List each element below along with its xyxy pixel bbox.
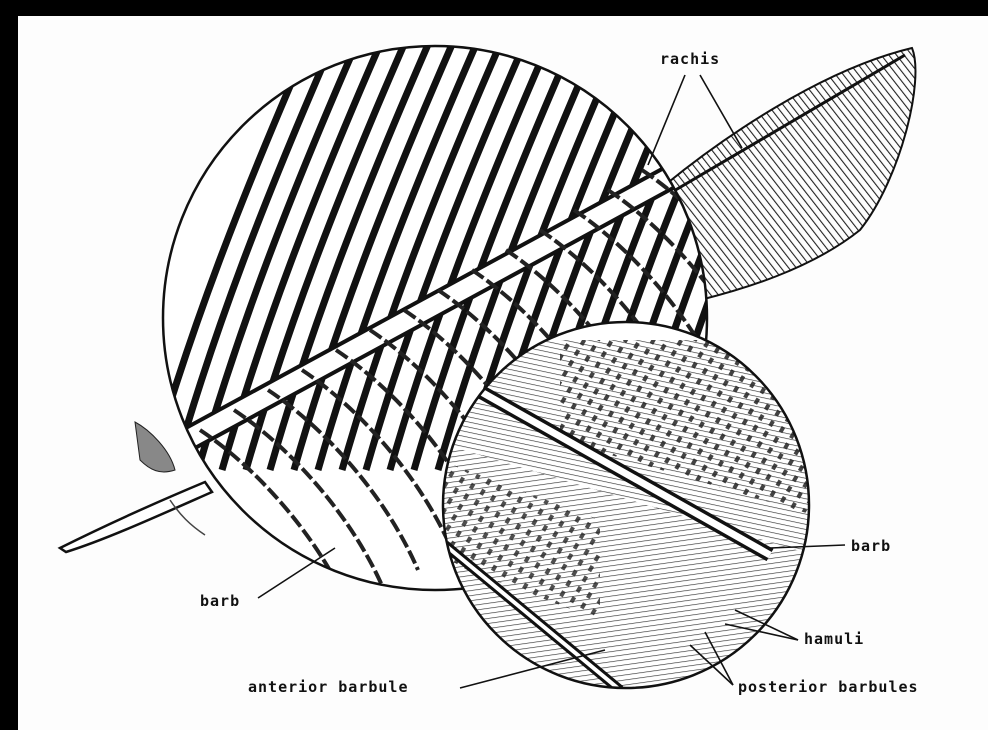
hamuli-label: hamuli (804, 630, 864, 648)
posterior-barbules-label: posterior barbules (738, 678, 919, 696)
barb-label-right: barb (851, 537, 891, 555)
rachis-label: rachis (660, 50, 720, 68)
anterior-barbule-label: anterior barbule (248, 678, 409, 696)
barb-label-left: barb (200, 592, 240, 610)
feather-quill (60, 422, 212, 552)
